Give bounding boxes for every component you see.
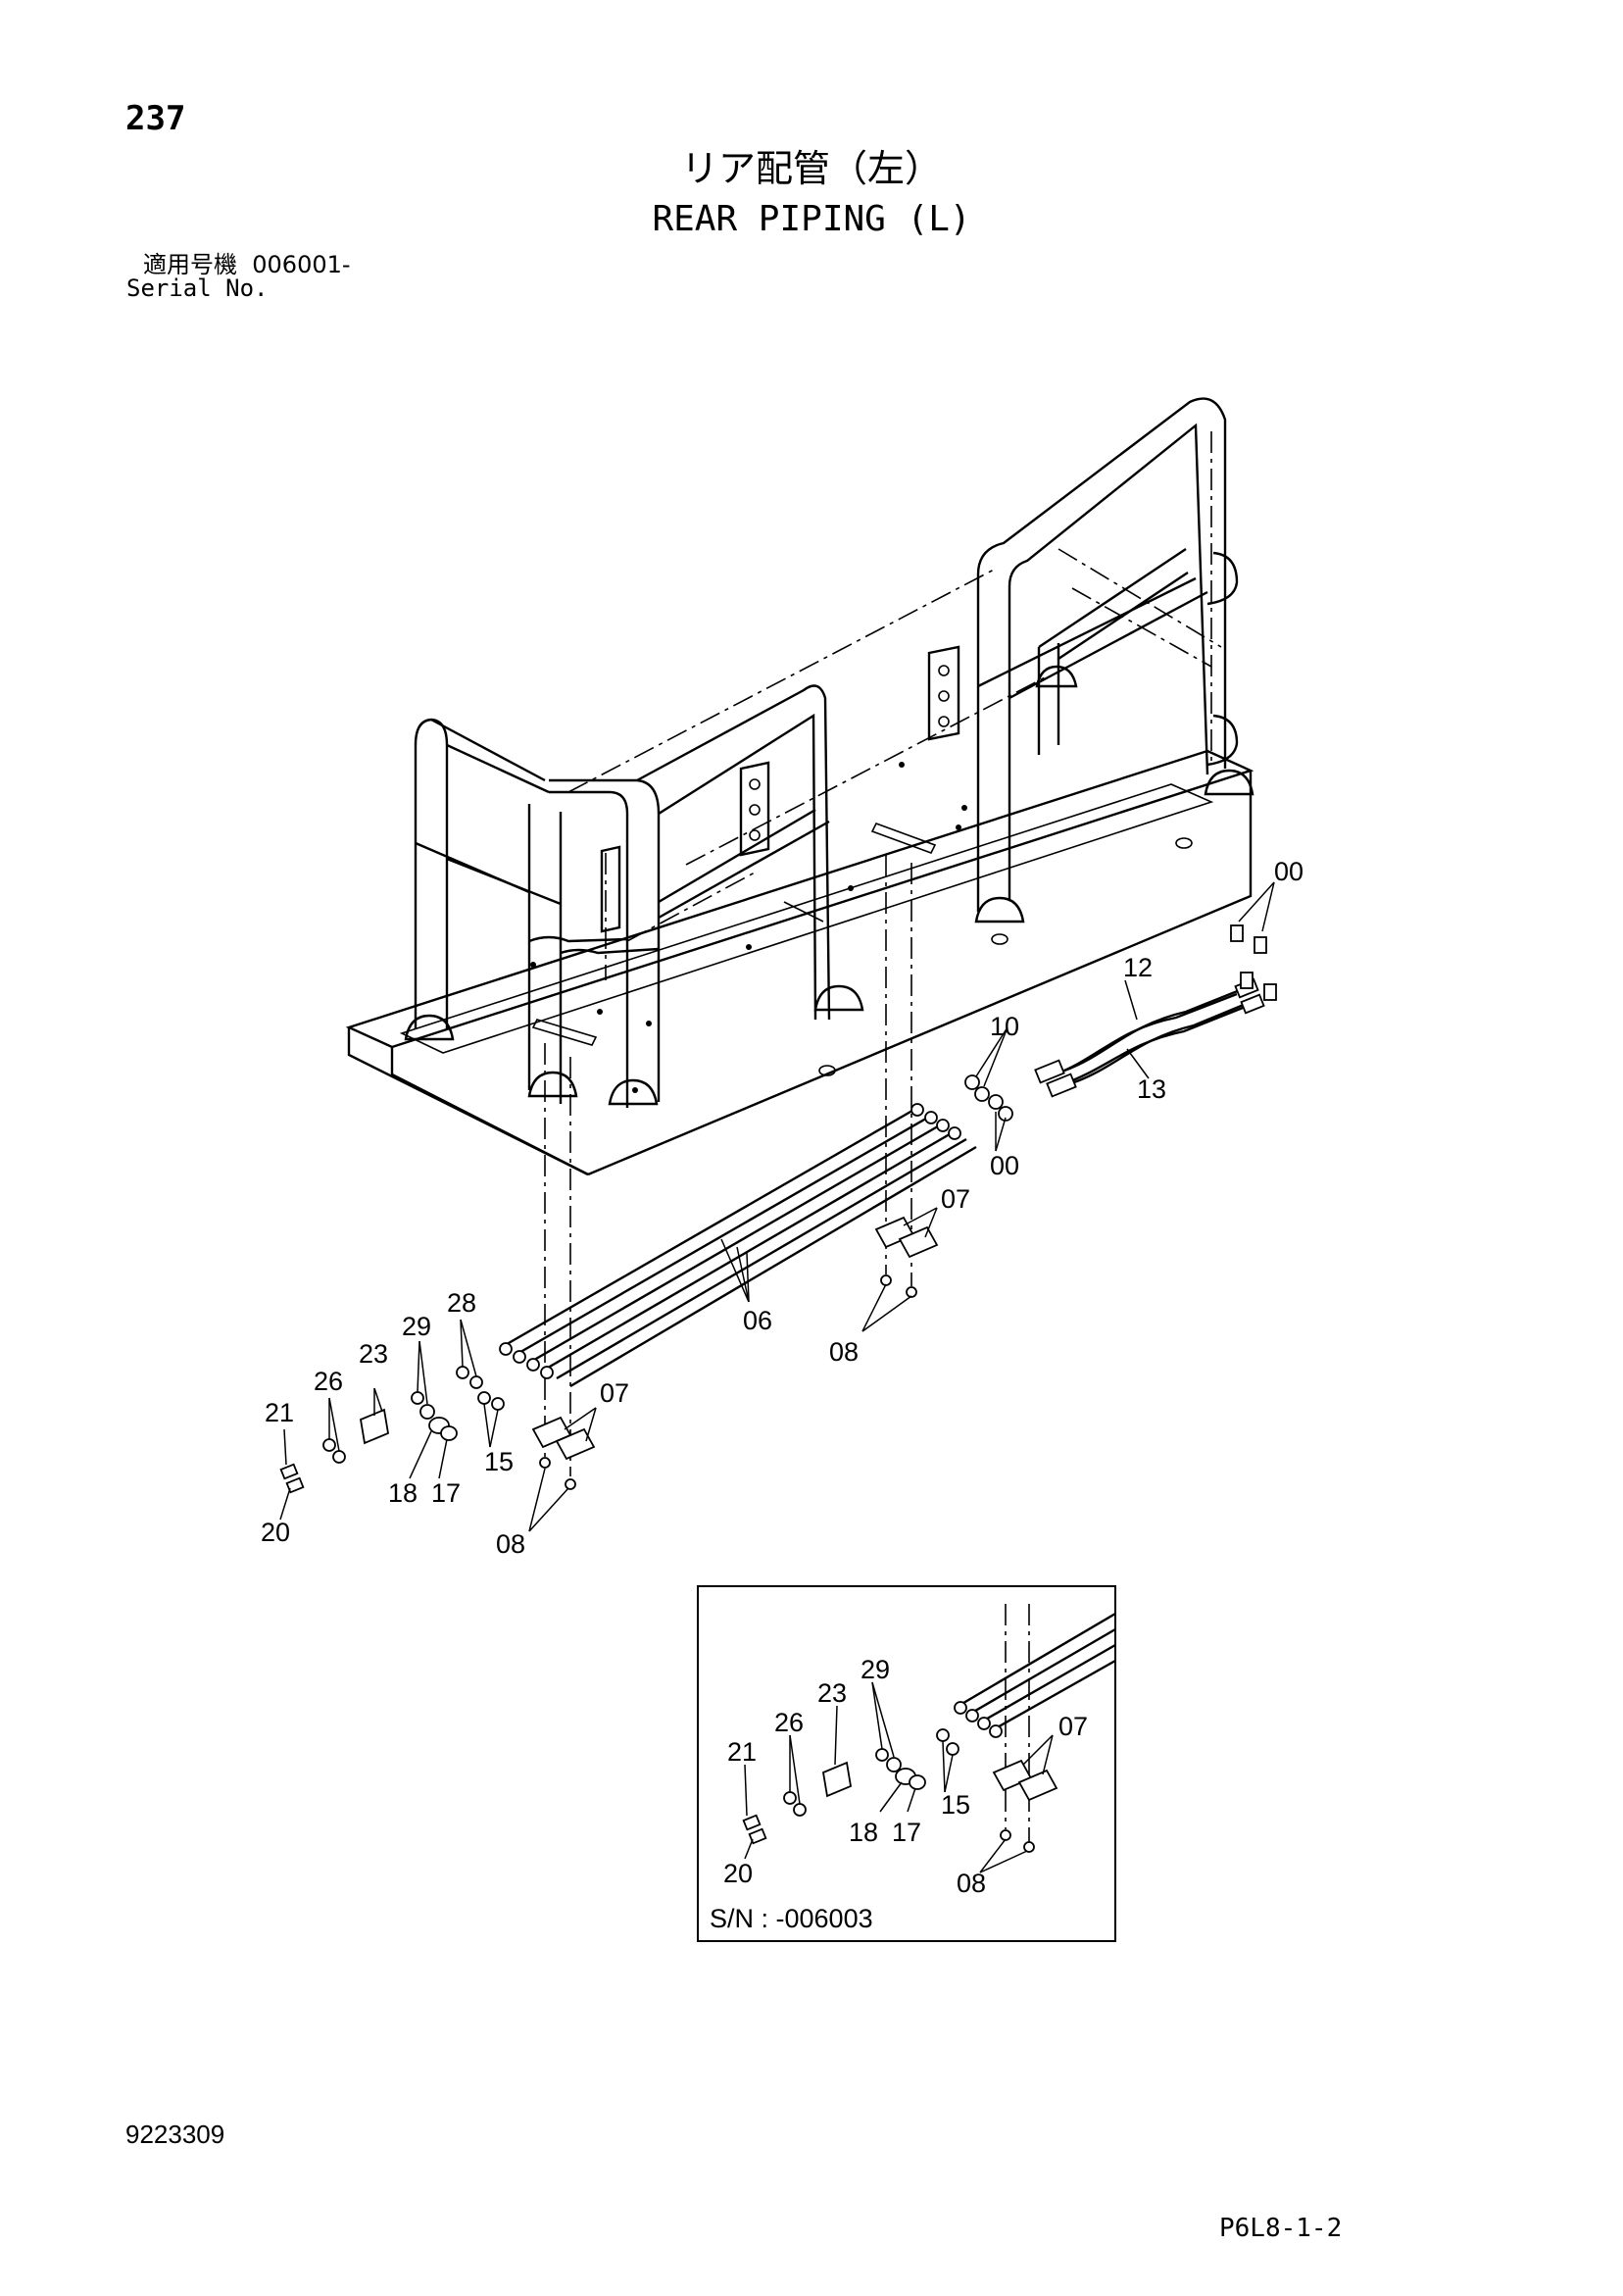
callout-17: 17 [431, 1478, 461, 1508]
page-number: 237 [125, 99, 186, 138]
inset-callout-21: 21 [727, 1737, 757, 1767]
serial-line-japanese: 適用号機 006001- [143, 253, 351, 276]
callout-21: 21 [265, 1398, 294, 1427]
callout-26: 26 [314, 1367, 343, 1396]
callout-10: 10 [990, 1012, 1019, 1041]
inset-serial-note: S/N : -006003 [710, 1904, 873, 1933]
tube-bundle [501, 1106, 977, 1388]
title-english: REAR PIPING (L) [652, 199, 971, 239]
right-handrail [974, 397, 1254, 923]
inset-callout-29: 29 [861, 1655, 890, 1684]
mounting-brackets [600, 645, 960, 933]
platform-deck [345, 749, 1254, 1176]
title-japanese: リア配管（左） [680, 147, 942, 190]
callout-20: 20 [261, 1518, 290, 1547]
inset-callout-17: 17 [892, 1818, 921, 1847]
callout-00-mid: 00 [990, 1151, 1019, 1180]
serial-label-english: Serial No. [126, 275, 269, 302]
serial-range: 006001- [252, 251, 351, 278]
inset-frame [697, 1585, 1116, 1942]
callout-labels-main: 00 12 10 13 00 07 06 08 28 29 23 26 21 0… [261, 857, 1303, 1559]
inset-callout-18: 18 [849, 1818, 878, 1847]
callout-29: 29 [402, 1312, 431, 1341]
inset-callout-15: 15 [941, 1790, 970, 1820]
callout-15: 15 [484, 1447, 514, 1476]
inset-callout-07: 07 [1058, 1712, 1088, 1741]
document-number: 9223309 [125, 2120, 225, 2149]
leader-lines [279, 881, 1275, 1532]
callout-08-left: 08 [496, 1529, 525, 1559]
phantom-outline [544, 431, 1222, 1476]
callout-07-left: 07 [600, 1378, 629, 1408]
callout-06: 06 [743, 1306, 772, 1335]
inset-callout-20: 20 [723, 1859, 753, 1888]
callout-12: 12 [1123, 953, 1153, 982]
inset-callout-23: 23 [817, 1678, 847, 1708]
callout-28: 28 [447, 1288, 476, 1318]
left-handrail [404, 684, 864, 1108]
callout-23: 23 [359, 1339, 388, 1369]
callout-00-top: 00 [1274, 857, 1303, 886]
hoses [1034, 977, 1265, 1098]
callout-13: 13 [1137, 1074, 1166, 1104]
inset-callout-08: 08 [957, 1869, 986, 1898]
callout-08-right: 08 [829, 1337, 859, 1367]
inset-detail: 29 23 26 21 07 15 18 17 20 08 S/N : -006… [697, 1585, 1116, 1942]
fittings [279, 924, 1277, 1494]
inset-callout-26: 26 [774, 1708, 804, 1737]
serial-label-jp: 適用号機 [143, 251, 237, 278]
callout-07-right: 07 [941, 1184, 970, 1214]
sheet-code: P6L8-1-2 [1219, 2214, 1343, 2243]
callout-18: 18 [388, 1478, 418, 1508]
